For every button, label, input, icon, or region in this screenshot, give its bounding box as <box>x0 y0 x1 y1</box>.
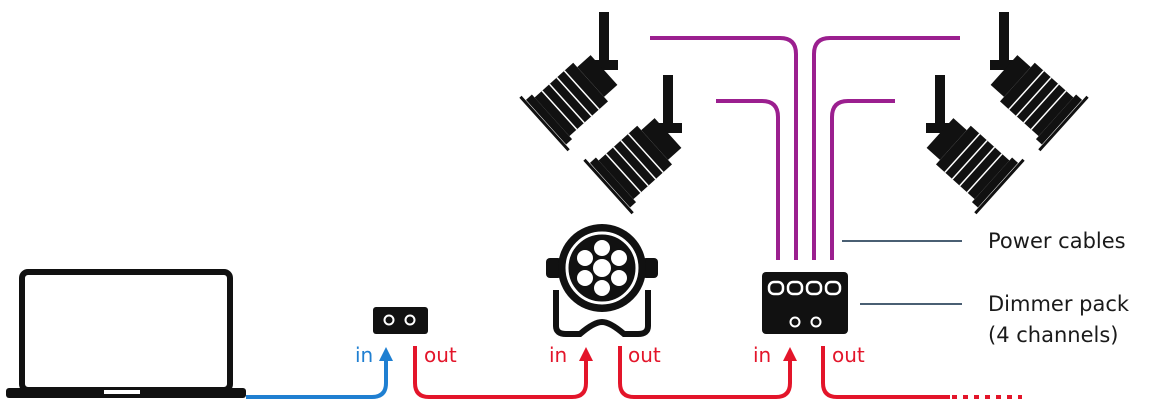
interface-in-label: in <box>355 343 373 367</box>
laptop-icon <box>6 269 246 398</box>
dimmer-out-label: out <box>832 343 865 367</box>
power-cables <box>650 36 960 260</box>
par-in-label: in <box>549 343 567 367</box>
dimmer-pack-channels-annotation: (4 channels) <box>988 323 1118 347</box>
dimmer-pack-annotation: Dimmer pack <box>988 292 1130 316</box>
interface-out-label: out <box>424 343 457 367</box>
dmx-cables <box>246 346 1022 399</box>
dimmer-in-label: in <box>753 343 771 367</box>
power-cables-annotation: Power cables <box>988 229 1126 253</box>
par-out-label: out <box>628 343 661 367</box>
spotlight-icon <box>518 10 630 152</box>
dimmer-pack-icon <box>762 272 848 334</box>
dmx-interface-icon <box>373 307 428 334</box>
spotlight-icon <box>978 10 1090 152</box>
led-par-icon <box>546 224 658 337</box>
